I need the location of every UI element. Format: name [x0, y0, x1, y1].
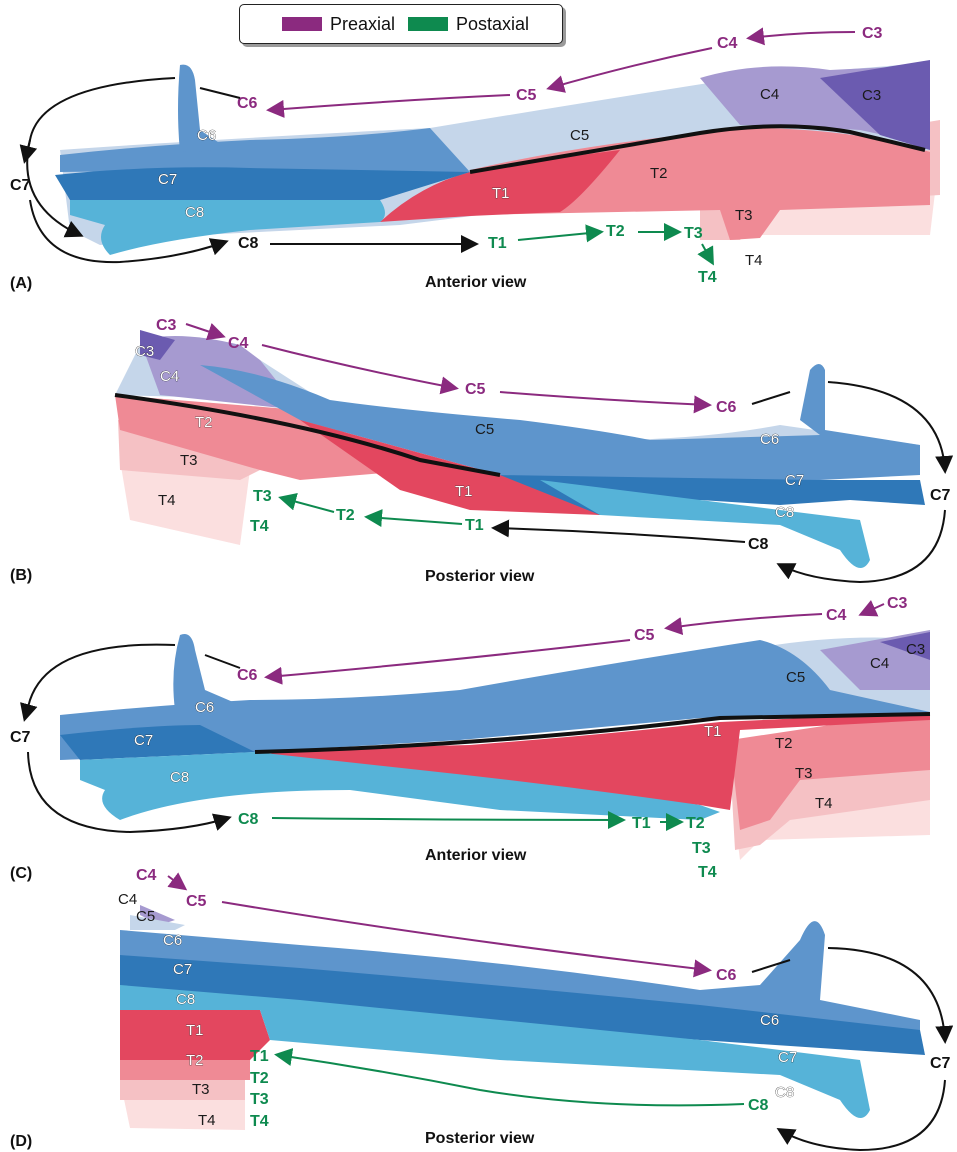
c-path-t3: T3 — [692, 840, 711, 857]
a-label-c4: C4 — [760, 86, 779, 103]
c-label-c4: C4 — [870, 655, 889, 672]
a-label-c5: C5 — [570, 127, 589, 144]
a-label-c6: C6 — [197, 127, 216, 144]
d-path-c5: C5 — [186, 893, 207, 910]
d-path-t3: T3 — [250, 1091, 269, 1108]
b-connector-c7: C7 — [930, 487, 951, 504]
panel-b: C3 C4 T2 C5 T3 T1 T4 C6 C7 C8 C3 C4 C5 C… — [10, 317, 951, 585]
c-path-c3: C3 — [887, 595, 908, 612]
c-label-c6: C6 — [195, 699, 214, 716]
a-connector-c7: C7 — [10, 177, 31, 194]
b-label-c6: C6 — [760, 431, 779, 448]
c-label-t4: T4 — [815, 795, 833, 812]
b-label-t2: T2 — [195, 414, 213, 431]
a-path-t3: T3 — [684, 225, 703, 242]
b-path-c5: C5 — [465, 381, 486, 398]
b-path-c3: C3 — [156, 317, 177, 334]
a-panel-letter: (A) — [10, 275, 32, 292]
d-path-c6: C6 — [716, 967, 737, 984]
panel-d: C4 C5 C6 C7 C8 T1 T2 T3 T4 C6 C7 C8 C4 C… — [10, 867, 951, 1150]
a-c6-region — [60, 128, 470, 175]
a-label-c3: C3 — [862, 87, 881, 104]
b-label-c7: C7 — [785, 472, 804, 489]
panel-c: C3 C4 C5 T1 T2 T3 T4 C6 C7 C8 C3 C4 C5 C… — [10, 595, 930, 882]
b-label-c3: C3 — [135, 343, 154, 360]
d-label-t4: T4 — [198, 1112, 216, 1129]
b-path-t4: T4 — [250, 518, 269, 535]
a-path-t2: T2 — [606, 223, 625, 240]
panel-a: C3 C4 C5 T2 C6 C7 C8 T1 T3 T4 C3 C4 C5 C… — [10, 25, 940, 292]
d-label-t1: T1 — [186, 1022, 204, 1039]
c-label-t3: T3 — [795, 765, 813, 782]
a-label-t3: T3 — [735, 207, 753, 224]
b-path-t2: T2 — [336, 507, 355, 524]
b-path-c8: C8 — [748, 536, 769, 553]
b-view-label: Posterior view — [425, 568, 535, 585]
c-path-c6: C6 — [237, 667, 258, 684]
d-label-c6-hand: C6 — [760, 1012, 779, 1029]
b-label-c8: C8 — [775, 504, 794, 521]
a-path-c4: C4 — [717, 35, 738, 52]
c-connector-c7: C7 — [10, 729, 31, 746]
b-path-t3: T3 — [253, 488, 272, 505]
d-label-c8: C8 — [176, 991, 195, 1008]
b-label-t1: T1 — [455, 483, 473, 500]
c-label-c7: C7 — [134, 732, 153, 749]
a-path-c5: C5 — [516, 87, 537, 104]
c-label-c5: C5 — [786, 669, 805, 686]
d-label-t3: T3 — [192, 1081, 210, 1098]
c-label-c3: C3 — [906, 641, 925, 658]
a-path-c3: C3 — [862, 25, 883, 42]
c-path-c5: C5 — [634, 627, 655, 644]
a-label-t4: T4 — [745, 252, 763, 269]
b-path-c4: C4 — [228, 335, 249, 352]
d-label-c6: C6 — [163, 932, 182, 949]
c-label-t2: T2 — [775, 735, 793, 752]
a-path-c8: C8 — [238, 235, 259, 252]
d-label-c7: C7 — [173, 961, 192, 978]
d-view-label: Posterior view — [425, 1130, 535, 1147]
d-label-c4: C4 — [118, 891, 137, 908]
c-panel-letter: (C) — [10, 865, 32, 882]
d-label-c8-hand: C8 — [775, 1084, 794, 1101]
b-label-t3: T3 — [180, 452, 198, 469]
b-label-c5: C5 — [475, 421, 494, 438]
a-path-t4: T4 — [698, 269, 717, 286]
c-label-t1: T1 — [704, 723, 722, 740]
a-path-t1: T1 — [488, 235, 507, 252]
c-label-c8: C8 — [170, 769, 189, 786]
c-view-label: Anterior view — [425, 847, 527, 864]
d-path-t4: T4 — [250, 1113, 269, 1130]
d-label-t2: T2 — [186, 1052, 204, 1069]
b-panel-letter: (B) — [10, 567, 32, 584]
b-path-c6: C6 — [716, 399, 737, 416]
c-path-c4: C4 — [826, 607, 847, 624]
b-path-t1: T1 — [465, 517, 484, 534]
c-path-t2: T2 — [686, 815, 705, 832]
d-connector-c7: C7 — [930, 1055, 951, 1072]
c-path-t1: T1 — [632, 815, 651, 832]
c-path-t4: T4 — [698, 864, 717, 881]
a-label-c8: C8 — [185, 204, 204, 221]
a-label-t1: T1 — [492, 185, 510, 202]
d-path-c4: C4 — [136, 867, 157, 884]
a-label-c7: C7 — [158, 171, 177, 188]
d-label-c5: C5 — [136, 908, 155, 925]
d-path-t1: T1 — [250, 1048, 269, 1065]
a-view-label: Anterior view — [425, 274, 527, 291]
b-label-c4: C4 — [160, 368, 179, 385]
a-label-t2: T2 — [650, 165, 668, 182]
c-path-c8: C8 — [238, 811, 259, 828]
d-path-c8: C8 — [748, 1097, 769, 1114]
d-panel-letter: (D) — [10, 1133, 32, 1150]
b-label-t4: T4 — [158, 492, 176, 509]
d-path-t2: T2 — [250, 1070, 269, 1087]
d-label-c7-hand: C7 — [778, 1049, 797, 1066]
